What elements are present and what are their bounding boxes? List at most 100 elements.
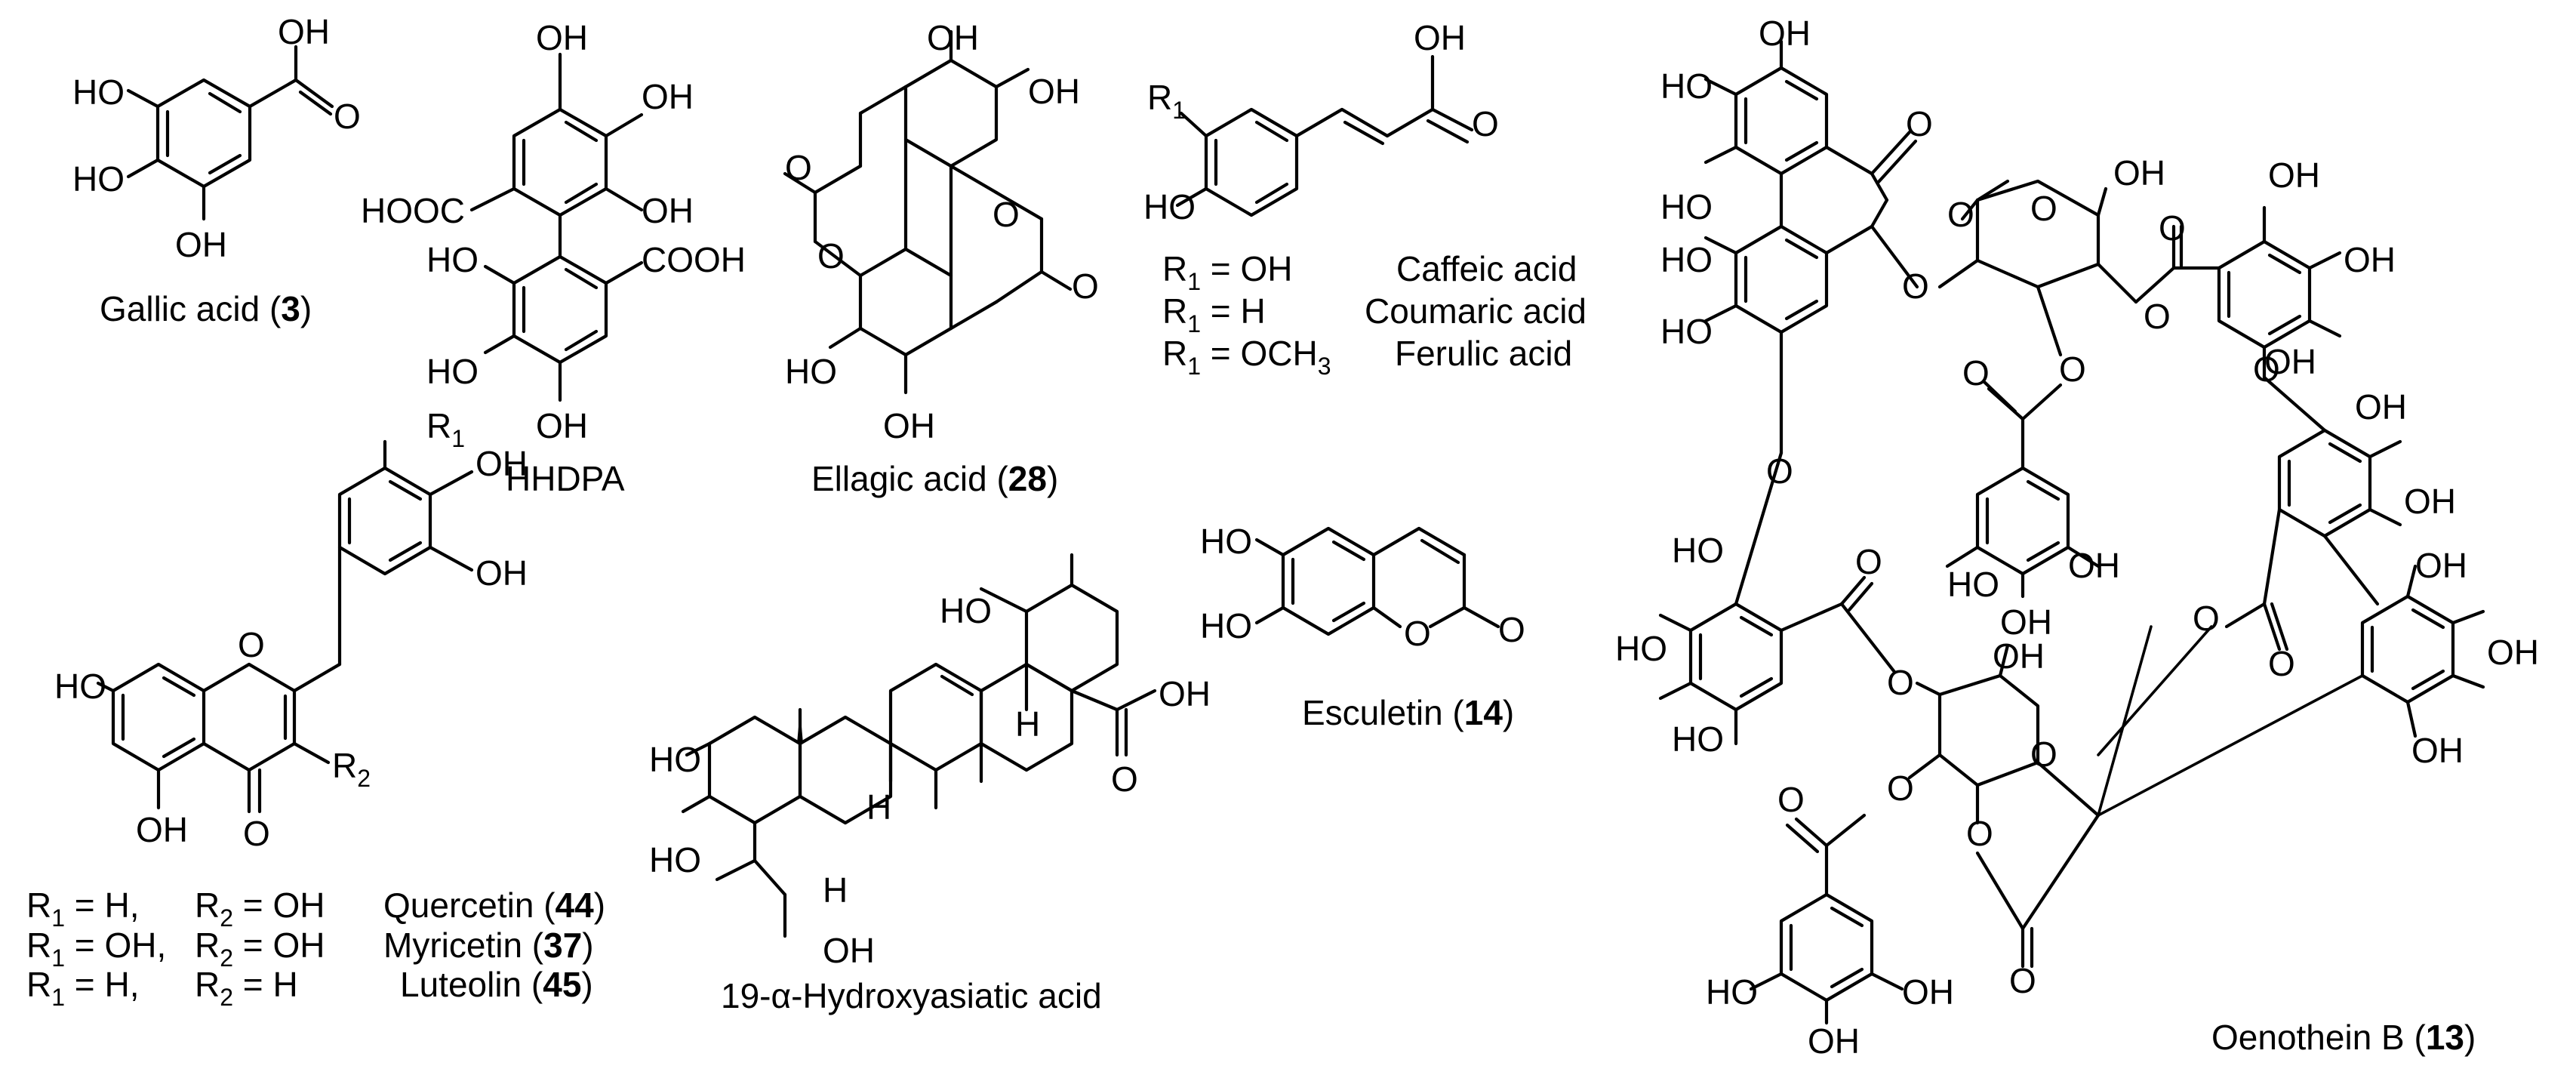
oenothein-oh-label: OH bbox=[2404, 482, 2456, 521]
oenothein-o-label: O bbox=[1902, 266, 1929, 306]
oenothein-ho-label: HO bbox=[1660, 312, 1713, 351]
oenothein-o-label: O bbox=[1947, 195, 1974, 234]
gallic-acid-caption: Gallic acid (3) bbox=[100, 289, 312, 328]
hydroxyasiatic-oh-label: OH bbox=[823, 931, 875, 970]
oenothein-o-label: O bbox=[1777, 780, 1805, 819]
ellagic-ho-label: HO bbox=[785, 352, 837, 391]
oenothein-o-label: O bbox=[1966, 814, 1993, 853]
hhdpa-ho-label: HO bbox=[426, 240, 479, 279]
flavonoid-ho-label: HO bbox=[54, 667, 106, 706]
cinnamic-oh-label: OH bbox=[1414, 18, 1466, 57]
cinnamic-ho-label: HO bbox=[1143, 187, 1196, 226]
oenothein-oh-label: OH bbox=[2068, 546, 2120, 585]
ellagic-o-label: O bbox=[785, 148, 812, 187]
flavonoid-row-r2: R2 = H bbox=[195, 965, 298, 1011]
cinnamic-r1-label: R1 bbox=[1147, 78, 1186, 124]
oenothein-ho-label: HO bbox=[1672, 531, 1724, 570]
oenothein-o-label: O bbox=[1887, 769, 1914, 808]
flavonoid-row-r1: R1 = OH, bbox=[26, 926, 166, 972]
oenothein-o-label: O bbox=[2144, 297, 2171, 336]
hydroxyasiatic-ho-label: HO bbox=[940, 591, 992, 630]
ellagic-o-label: O bbox=[817, 236, 845, 276]
oenothein-o-label: O bbox=[1906, 104, 1933, 143]
gallic-oh-label: OH bbox=[175, 225, 227, 264]
gallic-ho-label: HO bbox=[72, 72, 125, 112]
hydroxyasiatic-acid-caption: 19-α-Hydroxyasiatic acid bbox=[721, 976, 1102, 1015]
oenothein-oh-label: OH bbox=[2487, 633, 2539, 672]
hhdpa-hooc-label: HOOC bbox=[361, 191, 465, 230]
cinnamic-row: R1 = H bbox=[1162, 291, 1266, 337]
oenothein-ho-label: HO bbox=[1660, 187, 1713, 226]
hydroxyasiatic-h-label: H bbox=[1015, 704, 1040, 744]
oenothein-o-label: O bbox=[2059, 350, 2086, 389]
oenothein-o-label: O bbox=[2193, 599, 2220, 638]
flavonoid-oh-label: OH bbox=[136, 810, 188, 849]
oenothein-b-caption: Oenothein B (13) bbox=[2211, 1018, 2476, 1057]
flavonoid-o-label: O bbox=[238, 625, 265, 664]
gallic-ho-label: HO bbox=[72, 159, 125, 199]
ellagic-o-label: O bbox=[993, 195, 1020, 234]
flavonoid-r1-label: R1 bbox=[426, 406, 465, 452]
esculetin-caption: Esculetin (14) bbox=[1302, 693, 1514, 732]
oenothein-o-label: O bbox=[1766, 451, 1793, 491]
oenothein-ho-label: HO bbox=[1706, 972, 1758, 1012]
oenothein-oh-label: OH bbox=[2113, 153, 2165, 193]
cinnamic-row-name: Coumaric acid bbox=[1365, 291, 1587, 331]
ellagic-acid-structure: OH OH O O O O HO OH Ellagic acid (28) bbox=[783, 18, 1099, 498]
oenothein-o-label: O bbox=[1855, 542, 1882, 581]
gallic-acid-structure: OH O HO HO OH Gallic acid (3) bbox=[72, 12, 361, 328]
cinnamic-row-name: Ferulic acid bbox=[1395, 334, 1572, 373]
flavonoid-oh-label: OH bbox=[475, 553, 528, 593]
ellagic-oh-label: OH bbox=[883, 406, 935, 445]
flavonoid-row-r1: R1 = H, bbox=[26, 886, 139, 932]
hydroxyasiatic-o-label: O bbox=[1111, 759, 1138, 799]
esculetin-structure: HO HO O O Esculetin (14) bbox=[1200, 522, 1525, 732]
oenothein-o-label: O bbox=[2159, 208, 2186, 248]
hydroxyasiatic-oh-label: OH bbox=[1159, 674, 1211, 713]
flavonoid-row-r2: R2 = OH bbox=[195, 926, 325, 972]
gallic-oh-label: OH bbox=[278, 12, 330, 51]
esculetin-o-label: O bbox=[1498, 610, 1525, 649]
cinnamic-acid-structure: OH O R1 HO R1 = OH Caffeic acid R1 = H C… bbox=[1143, 18, 1587, 380]
oenothein-ho-label: HO bbox=[1660, 240, 1713, 279]
oenothein-o-label: O bbox=[1962, 353, 1990, 393]
flavonoid-row-r2: R2 = OH bbox=[195, 886, 325, 932]
flavonoid-substituent-table: R1 = H, R2 = OH Quercetin (44) R1 = OH, … bbox=[26, 886, 605, 1011]
flavonoid-row-name: Luteolin (45) bbox=[400, 965, 593, 1004]
ellagic-o-label: O bbox=[1072, 266, 1099, 306]
flavonoid-row-name: Quercetin (44) bbox=[383, 886, 605, 925]
cinnamic-row: R1 = OCH3 bbox=[1162, 334, 1331, 380]
oenothein-ho-label: HO bbox=[1947, 565, 1999, 604]
oenothein-o-label: O bbox=[1887, 663, 1914, 702]
flavonoid-structure: O HO R1 OH OH R2 O OH R1 = H, R2 = OH Qu… bbox=[26, 406, 605, 1011]
hydroxyasiatic-h-label: H bbox=[866, 787, 891, 827]
esculetin-ho-label: HO bbox=[1200, 606, 1252, 645]
oenothein-o-label: O bbox=[2030, 735, 2057, 774]
oenothein-oh-label: OH bbox=[2264, 342, 2316, 381]
ellagic-acid-caption: Ellagic acid (28) bbox=[811, 459, 1058, 498]
hydroxyasiatic-ho-label: HO bbox=[649, 740, 701, 779]
cinnamic-o-label: O bbox=[1472, 104, 1499, 143]
oenothein-oh-label: OH bbox=[1902, 972, 1954, 1012]
oenothein-ho-label: HO bbox=[1672, 719, 1724, 759]
hydroxyasiatic-ho-label: HO bbox=[649, 840, 701, 879]
oenothein-oh-label: OH bbox=[2415, 546, 2467, 585]
oenothein-o-label: O bbox=[2009, 961, 2036, 1000]
oenothein-o-label: O bbox=[2253, 350, 2280, 389]
oenothein-o-label: O bbox=[2268, 644, 2295, 683]
oenothein-oh-label: OH bbox=[1759, 14, 1811, 53]
oenothein-oh-label: OH bbox=[1808, 1021, 1860, 1061]
oenothein-oh-label: OH bbox=[2000, 602, 2052, 642]
hhdpa-caption: HHDPA bbox=[506, 459, 625, 498]
hydroxyasiatic-h-label: H bbox=[823, 870, 848, 910]
gallic-o-label: O bbox=[334, 97, 361, 136]
cinnamic-row-name: Caffeic acid bbox=[1396, 249, 1577, 288]
hhdpa-cooh-label: COOH bbox=[642, 240, 746, 279]
ellagic-oh-label: OH bbox=[927, 18, 979, 57]
oenothein-oh-label: OH bbox=[2344, 240, 2396, 279]
esculetin-o-label: O bbox=[1404, 614, 1431, 653]
hhdpa-oh-label: OH bbox=[642, 77, 694, 116]
oenothein-oh-label: OH bbox=[2268, 156, 2320, 195]
oenothein-oh-label: OH bbox=[2355, 387, 2407, 427]
